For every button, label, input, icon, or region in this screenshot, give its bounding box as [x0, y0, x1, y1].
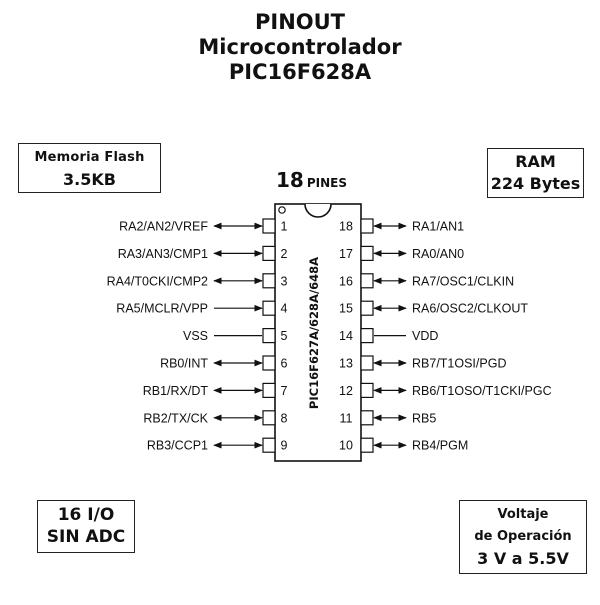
pin-9-lead — [262, 437, 276, 453]
pin-16-number: 16 — [339, 274, 353, 288]
pin-18-number: 18 — [339, 220, 353, 234]
pin-14: 14 VDD — [339, 328, 438, 344]
pin-1-lead — [262, 218, 276, 234]
pin-12-label: RB6/T1OSO/T1CKI/PGC — [412, 384, 552, 398]
pin-16-lead — [360, 273, 374, 289]
pin-13-number: 13 — [339, 357, 353, 371]
title-block: PINOUT Microcontrolador PIC16F628A — [0, 10, 600, 85]
pin-4-lead — [262, 300, 276, 316]
pin-9-label: RB3/CCP1 — [147, 439, 208, 453]
pin-8-lead — [262, 410, 276, 426]
title-part-number: PIC16F628A — [228, 60, 372, 84]
title-subtitle: Microcontrolador — [198, 35, 402, 59]
flash-memory-label: Memoria Flash — [34, 150, 145, 165]
pin-17-lead — [360, 245, 374, 261]
pin-10-lead — [360, 437, 374, 453]
pin-18-lead — [360, 218, 374, 234]
pin-count-number: 18 — [276, 168, 304, 192]
pin-1-label: RA2/AN2/VREF — [119, 220, 208, 234]
voltage-label-2: de Operación — [474, 529, 572, 544]
pin-3-lead — [262, 273, 276, 289]
pin-10-label: RB4/PGM — [412, 439, 468, 453]
pin-8-label: RB2/TX/CK — [143, 411, 208, 425]
pin-7-label: RB1/RX/DT — [143, 384, 209, 398]
pin1-dot — [278, 206, 286, 214]
adc-note: SIN ADC — [46, 527, 126, 547]
pin-5-lead — [262, 328, 276, 344]
pin-6-lead — [262, 355, 276, 371]
pin-18: 18 RA1/AN1 — [339, 218, 464, 234]
pin-17: 17 RA0/AN0 — [339, 245, 464, 261]
pin-4-label: RA5/MCLR/VPP — [116, 302, 208, 316]
pin-4: 4 RA5/MCLR/VPP — [116, 300, 288, 316]
pin-9: 9 RB3/CCP1 — [147, 437, 288, 453]
pin-2-lead — [262, 245, 276, 261]
ram-box: RAM 224 Bytes — [487, 148, 584, 198]
pin-9-number: 9 — [281, 439, 288, 453]
pin-count-text: PINES — [306, 176, 347, 190]
pin-16: 16 RA7/OSC1/CLKIN — [339, 273, 514, 289]
pin-11-label: RB5 — [412, 411, 436, 425]
pin-12: 12 RB6/T1OSO/T1CKI/PGC — [339, 382, 552, 398]
pin-3: 3 RA4/T0CKI/CMP2 — [107, 273, 288, 289]
ram-label: RAM — [515, 152, 556, 171]
pin-5-number: 5 — [281, 329, 288, 343]
pin-11-number: 11 — [340, 411, 353, 425]
voltage-box: Voltaje de Operación 3 V a 5.5V — [459, 500, 587, 574]
pin-1-number: 1 — [281, 220, 288, 234]
io-count: 16 I/O — [57, 505, 115, 525]
pin-7-number: 7 — [281, 384, 288, 398]
pin-10-number: 10 — [339, 439, 353, 453]
pin-7-lead — [262, 382, 276, 398]
pin-12-lead — [360, 382, 374, 398]
title-pinout: PINOUT — [254, 10, 345, 34]
pin-18-label: RA1/AN1 — [412, 220, 464, 234]
pin-11: 11 RB5 — [340, 410, 436, 426]
pin-15-number: 15 — [339, 302, 353, 316]
pin-15-lead — [360, 300, 374, 316]
pin-3-label: RA4/T0CKI/CMP2 — [107, 274, 208, 288]
pin-13: 13 RB7/T1OSI/PGD — [339, 355, 506, 371]
chip-notch — [304, 203, 332, 218]
pin-2: 2 RA3/AN3/CMP1 — [118, 245, 288, 261]
pin-11-lead — [360, 410, 374, 426]
chip-part-label: PIC16F627A/628A/648A — [307, 257, 321, 409]
pin-6: 6 RB0/INT — [160, 355, 288, 371]
pin-2-number: 2 — [281, 247, 288, 261]
ram-value: 224 Bytes — [490, 174, 581, 193]
pin-3-number: 3 — [281, 274, 288, 288]
pin-17-number: 17 — [339, 247, 353, 261]
voltage-label: Voltaje — [497, 507, 549, 522]
pin-15-label: RA6/OSC2/CLKOUT — [412, 302, 528, 316]
io-box: 16 I/O SIN ADC — [37, 500, 135, 553]
pin-14-label: VDD — [412, 329, 438, 343]
pin-14-lead — [360, 328, 374, 344]
flash-memory-value: 3.5KB — [63, 170, 116, 189]
pin-8: 8 RB2/TX/CK — [143, 410, 288, 426]
pin-13-lead — [360, 355, 374, 371]
pin-16-label: RA7/OSC1/CLKIN — [412, 274, 514, 288]
pin-8-number: 8 — [281, 411, 288, 425]
pin-12-number: 12 — [339, 384, 353, 398]
flash-memory-box: Memoria Flash 3.5KB — [18, 143, 161, 193]
pin-7: 7 RB1/RX/DT — [143, 382, 288, 398]
voltage-range: 3 V a 5.5V — [477, 549, 569, 568]
pin-4-number: 4 — [281, 302, 288, 316]
pin-17-label: RA0/AN0 — [412, 247, 464, 261]
pin-5-label: VSS — [183, 329, 208, 343]
pin-2-label: RA3/AN3/CMP1 — [118, 247, 208, 261]
pin-6-label: RB0/INT — [160, 357, 208, 371]
pin-13-label: RB7/T1OSI/PGD — [412, 357, 506, 371]
pin-1: 1 RA2/AN2/VREF — [119, 218, 288, 234]
pin-6-number: 6 — [281, 357, 288, 371]
pin-14-number: 14 — [339, 329, 353, 343]
pin-10: 10 RB4/PGM — [339, 437, 468, 453]
pin-15: 15 RA6/OSC2/CLKOUT — [339, 300, 528, 316]
pin-5: 5 VSS — [183, 328, 288, 344]
